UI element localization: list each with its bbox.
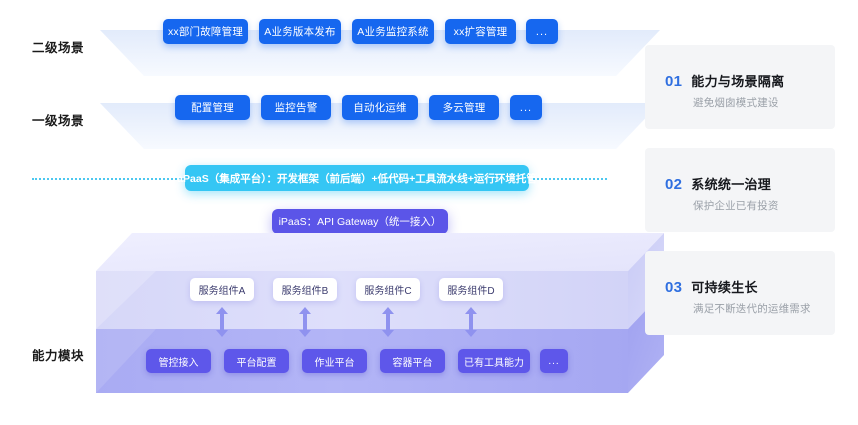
capability-module-3-label: 作业平台 xyxy=(314,357,355,369)
info-card-3-head: 03 可持续生长 xyxy=(665,277,758,296)
info-card-1-title: 能力与场景隔离 xyxy=(691,74,785,89)
scene-pill-primary-3-label: 自动化运维 xyxy=(353,102,407,114)
scene-pill-secondary-1-label: xx部门故障管理 xyxy=(167,26,244,38)
capability-module-4[interactable]: 容器平台 xyxy=(380,349,445,373)
tier-label-capability: 能力模块 xyxy=(32,349,85,363)
info-card-3-desc: 满足不断迭代的运维需求 xyxy=(693,303,811,315)
capability-module-4-label: 容器平台 xyxy=(392,357,433,369)
service-component-c[interactable]: 服务组件C xyxy=(356,278,420,301)
apaas-band[interactable]: aPaaS（集成平台）：开发框架（前后端）+低代码+工具流水线+运行环境托管 xyxy=(177,165,537,191)
info-card-2-head: 02 系统统一治理 xyxy=(665,174,771,193)
service-component-c-label: 服务组件C xyxy=(364,286,412,297)
scene-pill-primary-1-label: 配置管理 xyxy=(191,102,234,114)
service-component-b-label: 服务组件B xyxy=(281,286,329,297)
ipaas-band-label: iPaaS：API Gateway（统一接入） xyxy=(278,216,442,228)
apaas-dotted-line-right xyxy=(533,178,607,180)
info-card-2-title: 系统统一治理 xyxy=(691,177,772,192)
ipaas-band[interactable]: iPaaS：API Gateway（统一接入） xyxy=(272,209,448,234)
capability-module-1-label: 管控接入 xyxy=(158,357,199,369)
capability-module-more[interactable]: ... xyxy=(540,349,568,373)
capability-module-2-label: 平台配置 xyxy=(236,357,277,369)
scene-pill-primary-2[interactable]: 监控告警 xyxy=(261,95,331,120)
scene-pill-primary-2-label: 监控告警 xyxy=(274,102,318,114)
info-card-1-desc: 避免烟囱模式建设 xyxy=(693,97,779,109)
scene-pill-secondary-4[interactable]: xx扩容管理 xyxy=(445,19,516,44)
scene-pill-secondary-4-label: xx扩容管理 xyxy=(453,26,508,38)
capability-module-2[interactable]: 平台配置 xyxy=(224,349,289,373)
capability-prism xyxy=(96,233,664,405)
apaas-dotted-line-left xyxy=(32,178,184,180)
scene-pill-secondary-1[interactable]: xx部门故障管理 xyxy=(163,19,248,44)
double-arrow-icon-c xyxy=(381,307,395,337)
scene-pill-primary-more[interactable]: ... xyxy=(510,95,542,120)
tier-label-secondary-scene: 二级场景 xyxy=(32,41,85,55)
info-card-3-title: 可持续生长 xyxy=(691,280,758,295)
info-card-2[interactable]: 02 系统统一治理 保护企业已有投资 xyxy=(645,148,835,232)
scene-pill-primary-4-label: 多云管理 xyxy=(442,102,486,114)
apaas-band-label: aPaaS（集成平台）：开发框架（前后端）+低代码+工具流水线+运行环境托管 xyxy=(177,172,537,185)
info-card-3-number: 03 xyxy=(665,279,683,296)
capability-module-5-label: 已有工具能力 xyxy=(464,357,524,369)
info-card-1[interactable]: 01 能力与场景隔离 避免烟囱模式建设 xyxy=(645,45,835,129)
service-component-d[interactable]: 服务组件D xyxy=(439,278,503,301)
info-card-1-number: 01 xyxy=(665,73,683,90)
service-component-d-label: 服务组件D xyxy=(447,286,495,297)
scene-pill-primary-more-label: ... xyxy=(519,101,533,114)
scene-pill-secondary-2-label: A业务版本发布 xyxy=(264,26,336,38)
scene-pill-primary-1[interactable]: 配置管理 xyxy=(175,95,250,120)
service-component-a[interactable]: 服务组件A xyxy=(190,278,254,301)
capability-module-1[interactable]: 管控接入 xyxy=(146,349,211,373)
scene-pill-primary-3[interactable]: 自动化运维 xyxy=(342,95,418,120)
scene-pill-secondary-2[interactable]: A业务版本发布 xyxy=(259,19,341,44)
info-card-3[interactable]: 03 可持续生长 满足不断迭代的运维需求 xyxy=(645,251,835,335)
info-card-1-head: 01 能力与场景隔离 xyxy=(665,71,784,90)
scene-pill-secondary-more-label: ... xyxy=(535,25,549,38)
service-component-a-label: 服务组件A xyxy=(198,286,246,297)
scene-pill-secondary-3[interactable]: A业务监控系统 xyxy=(352,19,434,44)
info-card-2-desc: 保护企业已有投资 xyxy=(693,200,779,212)
capability-module-5[interactable]: 已有工具能力 xyxy=(458,349,530,373)
info-card-2-number: 02 xyxy=(665,176,683,193)
double-arrow-icon-d xyxy=(464,307,478,337)
capability-module-3[interactable]: 作业平台 xyxy=(302,349,367,373)
scene-pill-secondary-more[interactable]: ... xyxy=(526,19,558,44)
scene-pill-primary-4[interactable]: 多云管理 xyxy=(429,95,499,120)
service-component-b[interactable]: 服务组件B xyxy=(273,278,337,301)
capability-module-more-label: ... xyxy=(548,355,560,367)
tier-label-primary-scene: 一级场景 xyxy=(32,114,85,128)
double-arrow-icon-b xyxy=(298,307,312,337)
double-arrow-icon-a xyxy=(215,307,229,337)
scene-pill-secondary-3-label: A业务监控系统 xyxy=(357,26,429,38)
